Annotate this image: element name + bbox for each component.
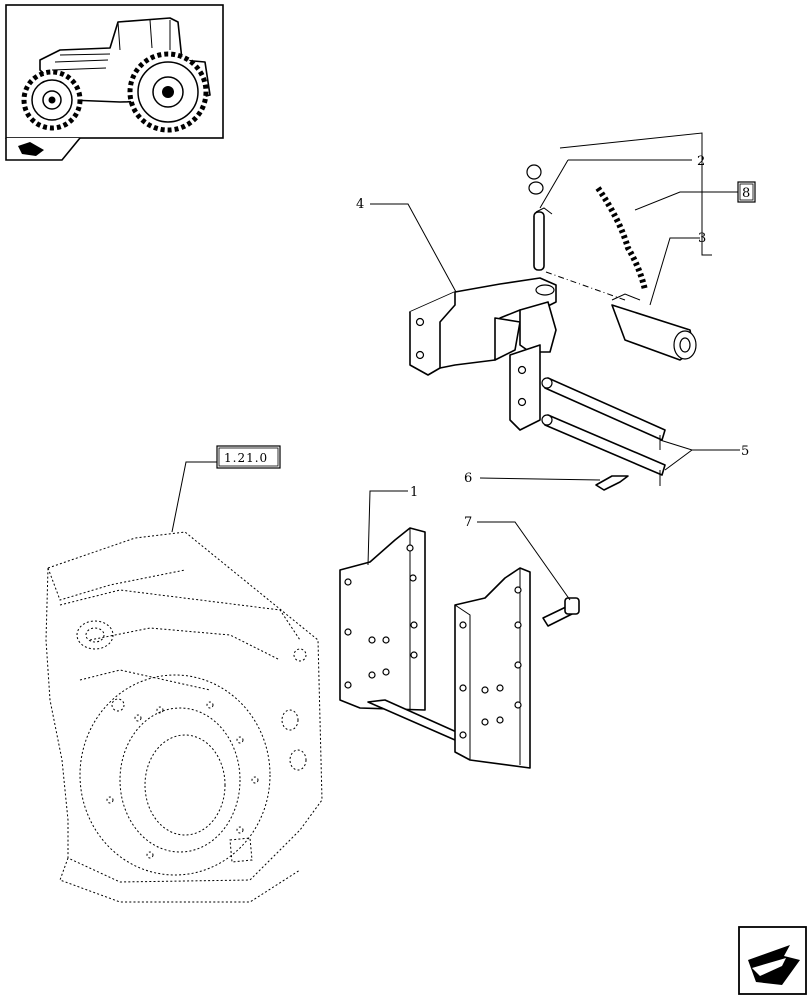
dash-link xyxy=(545,271,626,301)
callout-5: 5 xyxy=(741,444,749,459)
callout-8-box[interactable]: 8 xyxy=(737,181,756,203)
callout-3: 3 xyxy=(698,231,706,246)
chain xyxy=(595,186,648,291)
next-page-arrow-icon[interactable] xyxy=(738,926,807,995)
front-wheel xyxy=(21,69,83,131)
leader-lines xyxy=(171,132,740,601)
callout-7: 7 xyxy=(464,515,472,530)
linch-pin xyxy=(533,207,553,271)
tractor-thumbnail-icon[interactable] xyxy=(5,4,224,139)
callout-8: 8 xyxy=(742,186,750,201)
link-ring xyxy=(526,164,544,195)
callout-2: 2 xyxy=(697,154,705,169)
drawbar-pins xyxy=(541,377,666,486)
drawbar-support-bracket xyxy=(409,277,557,431)
hitch-section-icon[interactable] xyxy=(5,137,81,161)
transmission-housing xyxy=(45,531,323,903)
bolt xyxy=(542,597,580,627)
callout-1: 1 xyxy=(410,485,418,500)
reference-box[interactable]: 1.21.0 xyxy=(216,445,281,469)
callout-6: 6 xyxy=(464,471,472,486)
spring-clip xyxy=(611,293,697,361)
r-clip xyxy=(595,475,629,491)
hitch-support-plates xyxy=(339,527,531,769)
reference-label: 1.21.0 xyxy=(224,451,268,465)
rear-wheel xyxy=(127,51,209,133)
callout-4: 4 xyxy=(356,197,364,212)
